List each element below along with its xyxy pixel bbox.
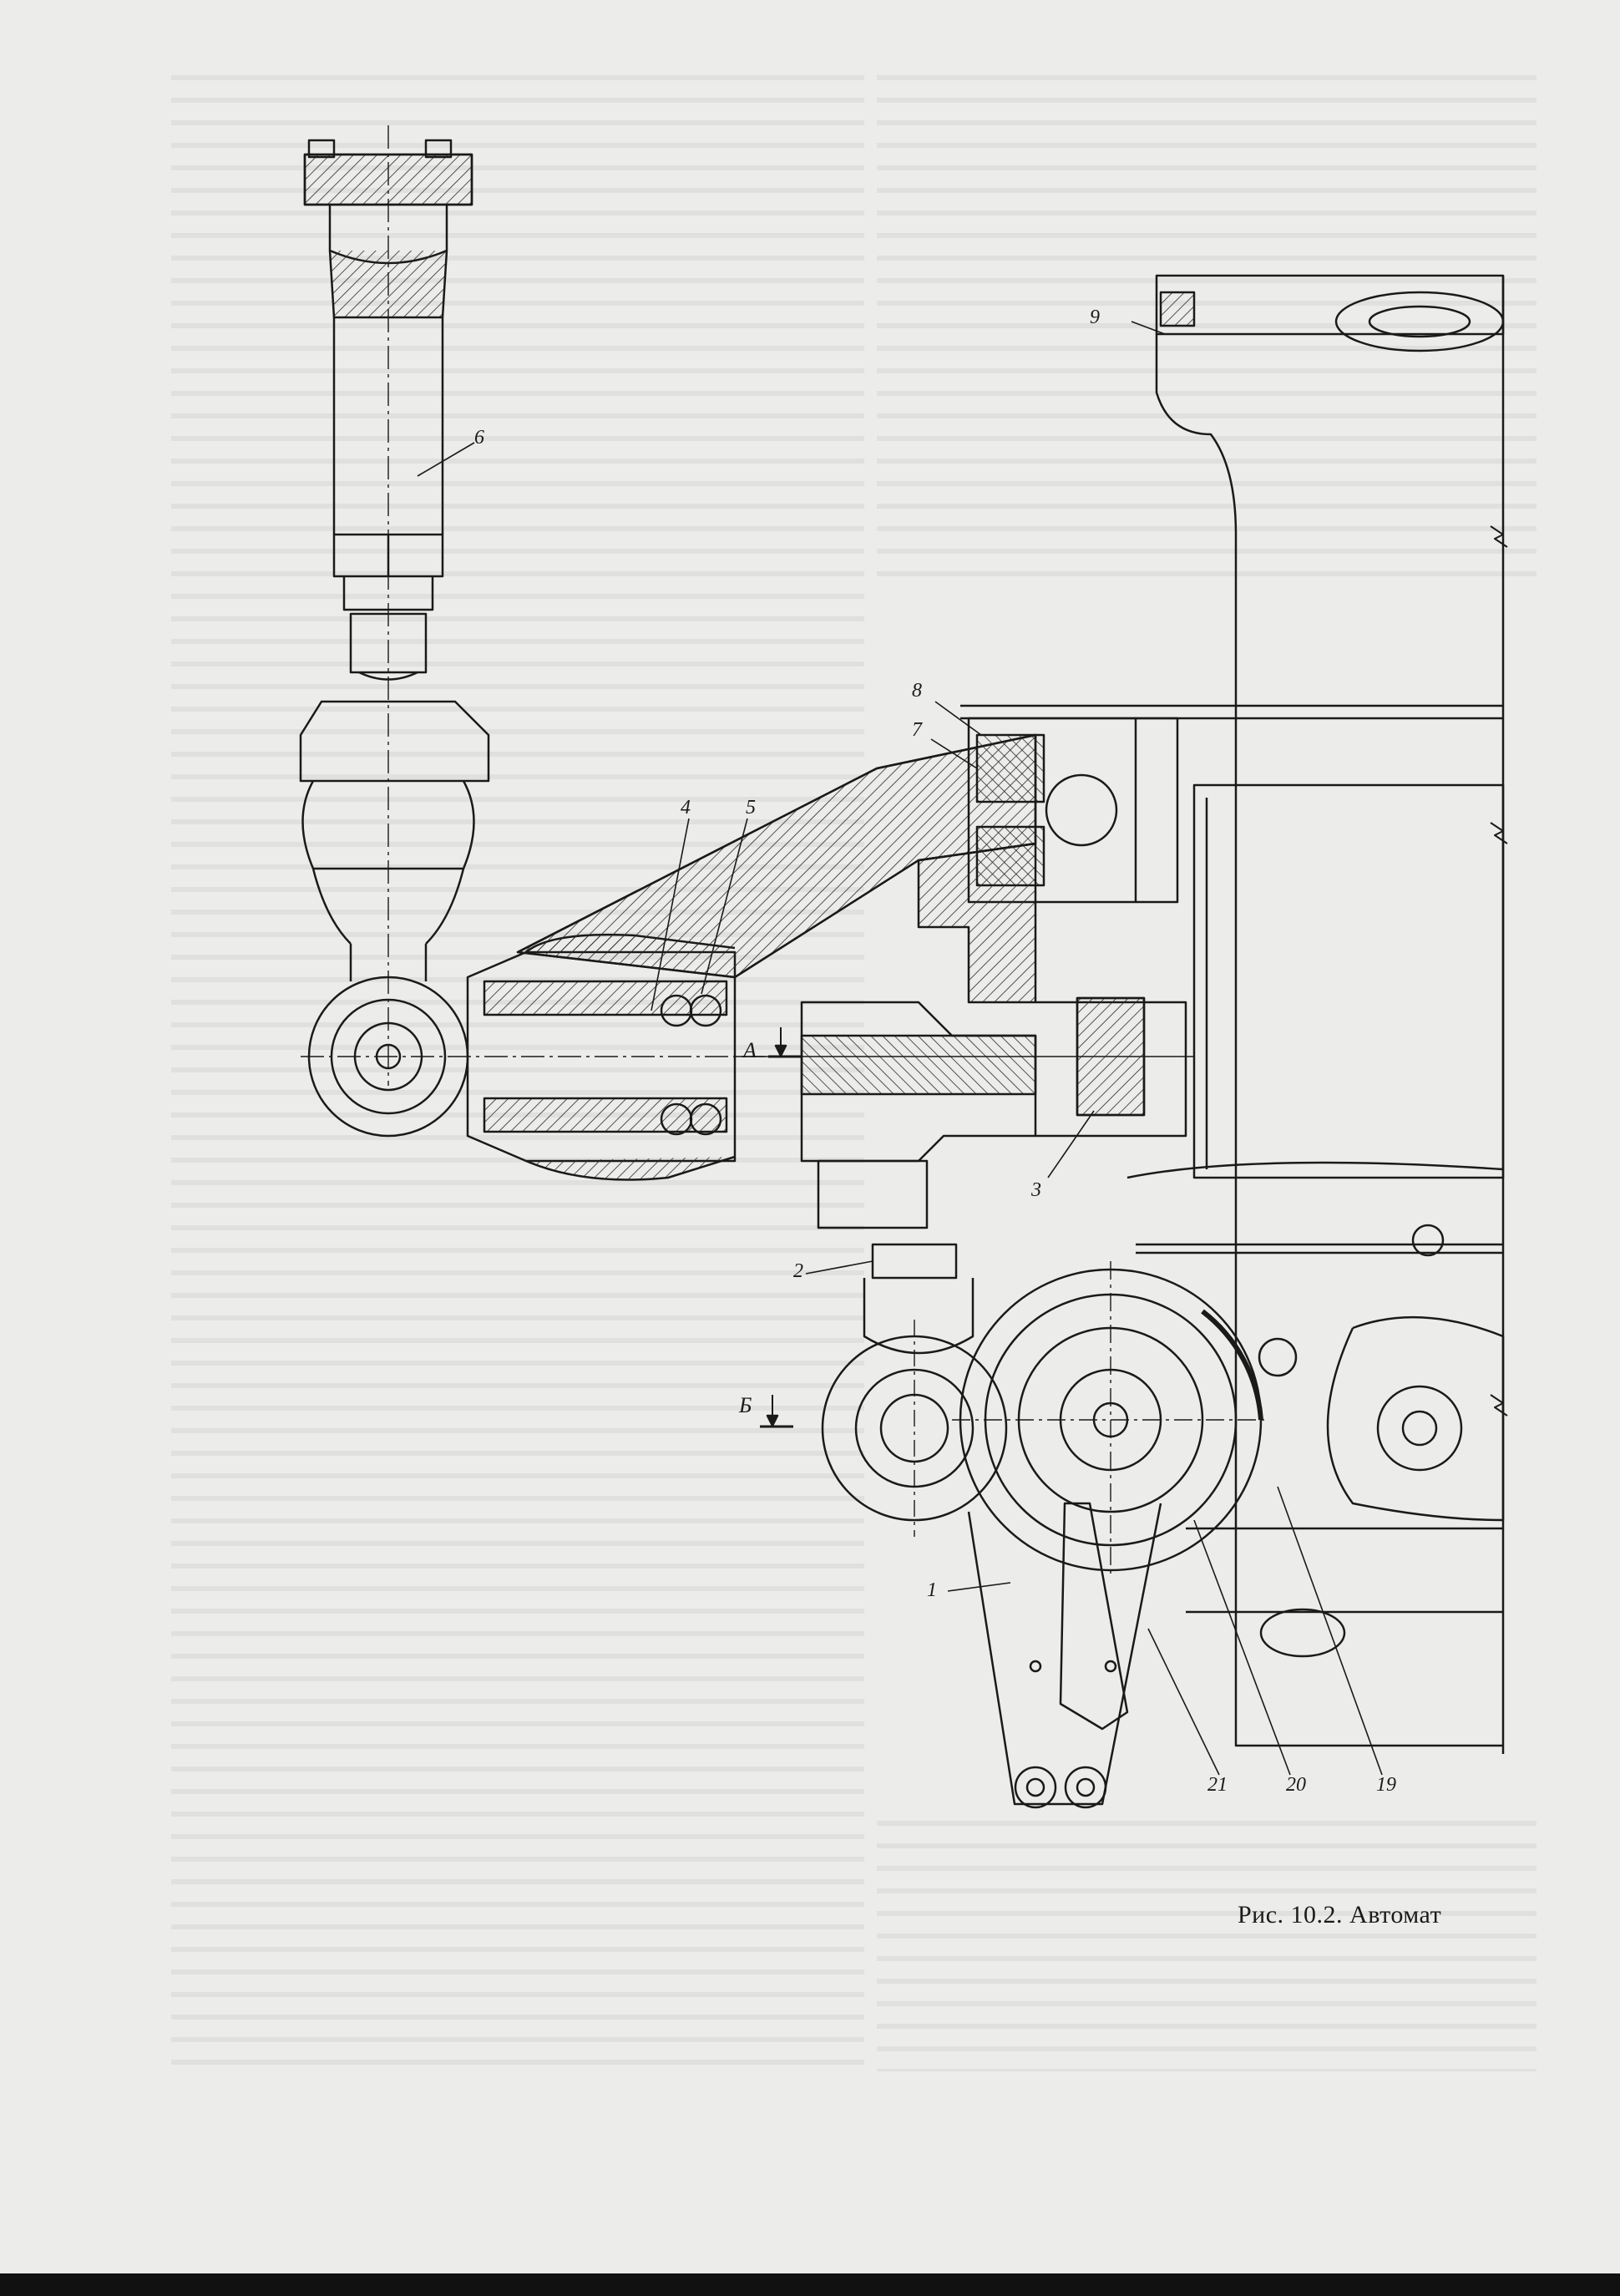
part-3-block [1076,996,1146,1117]
scan-bottom-edge [0,2273,1620,2296]
callout-8: 8 [912,680,922,702]
main-frame [1126,274,1505,1754]
upper-hub-bearing-7-8 [960,704,1503,904]
control-rod-6 [299,125,490,1086]
callout-2: 2 [793,1260,803,1282]
callout-3: 3 [1031,1179,1041,1201]
section-label-b: Б [739,1393,752,1417]
break-marks [1490,525,1508,1417]
section-label-a: А [743,1038,757,1062]
callout-6: 6 [474,427,484,449]
bearing-housing-4-5 [301,933,802,1181]
callout-7: 7 [912,719,922,741]
callout-1: 1 [927,1579,937,1601]
graduated-scale-disk-19-20 [952,1261,1269,1579]
lower-crank-2 [821,1243,1008,1537]
swashplate-hub [735,842,1194,1229]
figure-caption: Рис. 10.2. Автомат [1238,1901,1442,1929]
leader-lines [417,321,1383,1776]
callout-20: 20 [1286,1774,1306,1796]
reverse-side-show-through [877,75,1536,576]
callout-4: 4 [681,797,691,819]
callout-19: 19 [1376,1774,1396,1796]
section-arrow-b [760,1395,793,1428]
callout-5: 5 [746,797,756,819]
section-arrow-a [768,1027,802,1058]
reverse-side-show-through [877,1821,1536,2071]
callout-9: 9 [1090,307,1100,328]
reverse-side-show-through [171,75,864,2080]
link-arm-1-21 [967,1502,1162,1809]
callout-21: 21 [1207,1774,1228,1796]
